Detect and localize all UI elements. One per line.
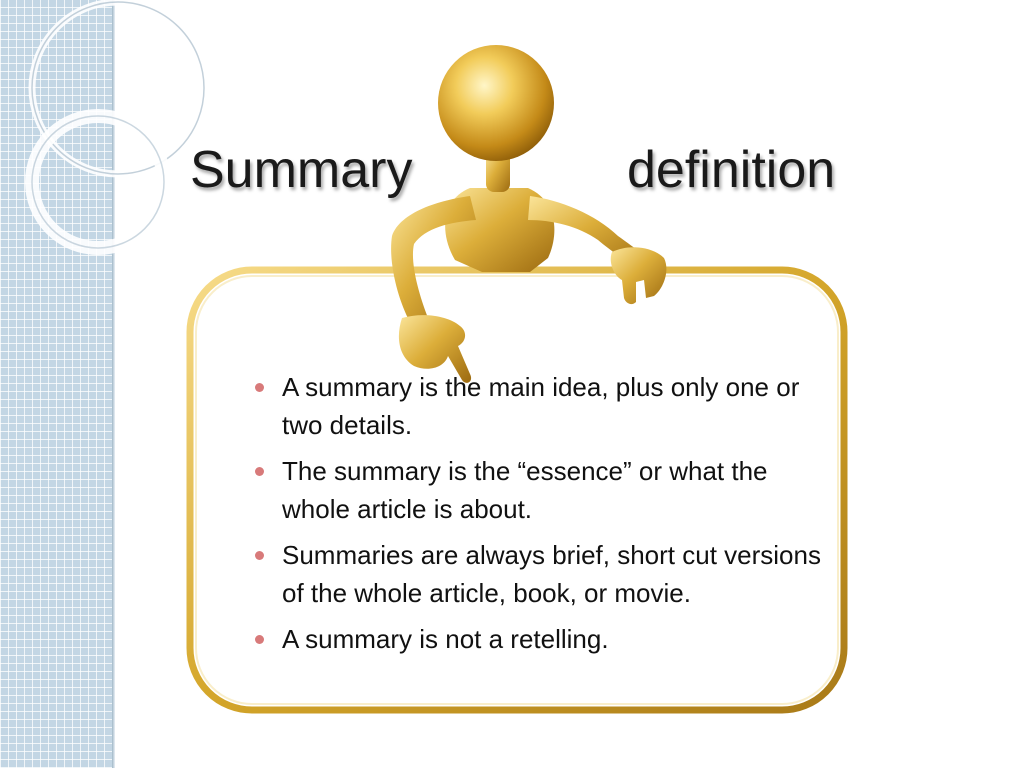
bullet-item: A summary is not a retelling. <box>252 620 827 658</box>
bullet-text: A summary is not a retelling. <box>282 624 609 654</box>
bullet-dot-icon <box>255 635 264 644</box>
strip-edge <box>112 0 115 768</box>
bullet-dot-icon <box>255 467 264 476</box>
bullet-item: The summary is the “essence” or what the… <box>252 452 827 528</box>
bullet-dot-icon <box>255 551 264 560</box>
bullet-item: Summaries are always brief, short cut ve… <box>252 536 827 612</box>
bullet-list: A summary is the main idea, plus only on… <box>252 368 827 666</box>
decorative-circles <box>25 0 208 255</box>
slide-title-right: definition <box>627 141 836 199</box>
bullet-dot-icon <box>255 383 264 392</box>
bullet-text: A summary is the main idea, plus only on… <box>282 372 800 440</box>
bullet-item: A summary is the main idea, plus only on… <box>252 368 827 444</box>
slide-title-left: Summary <box>190 141 413 199</box>
bullet-text: The summary is the “essence” or what the… <box>282 456 768 524</box>
bullet-text: Summaries are always brief, short cut ve… <box>282 540 821 608</box>
